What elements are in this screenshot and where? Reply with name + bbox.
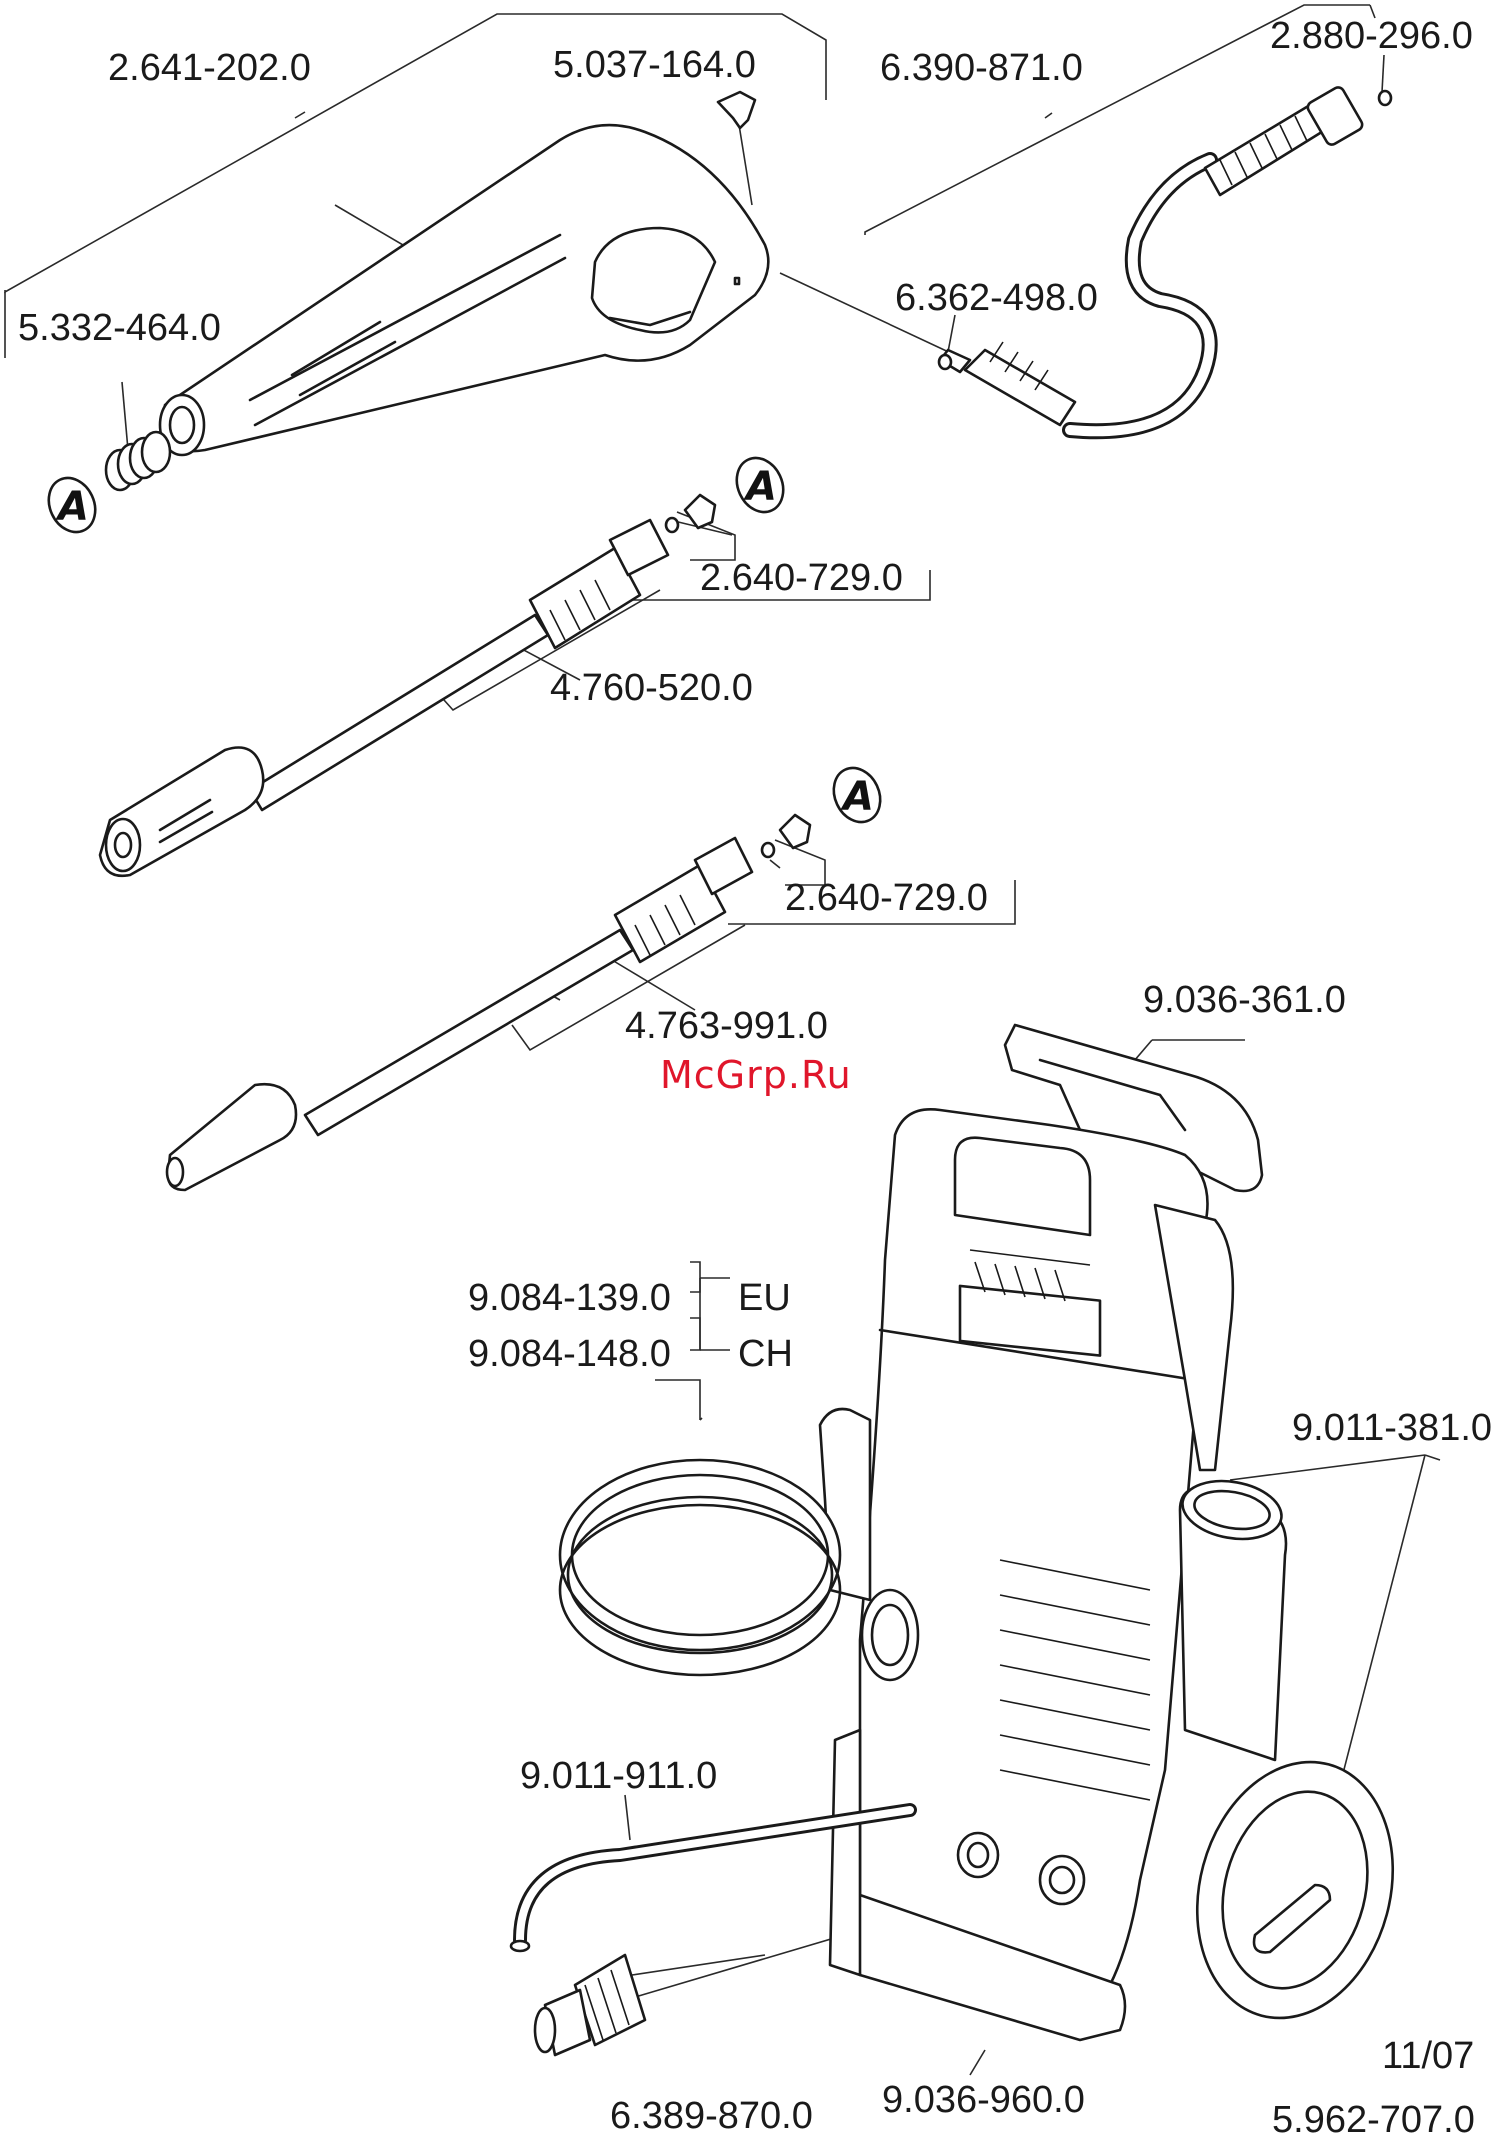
- label-region-ch: CH: [738, 1333, 793, 1375]
- hose-oring: [1379, 91, 1391, 105]
- detail-marker-a-1: A: [55, 484, 89, 530]
- detergent-bottle: [1178, 1474, 1286, 1760]
- lance-1-oring: [666, 518, 678, 532]
- high-pressure-hose: [940, 85, 1364, 431]
- label-nipple-oring: 6.362-498.0: [895, 277, 1098, 319]
- watermark: McGrp.Ru: [660, 1053, 852, 1097]
- nipple-oring: [939, 355, 951, 369]
- label-water-hose-eu: 9.084-139.0: [468, 1277, 671, 1319]
- label-date: 11/07: [1382, 2035, 1474, 2077]
- label-hose-oring: 2.880-296.0: [1270, 15, 1473, 57]
- label-doc-number: 5.962-707.0: [1272, 2099, 1475, 2141]
- wheel: [1170, 1740, 1421, 2040]
- label-water-hose-ch: 9.084-148.0: [468, 1333, 671, 1375]
- water-hose-coil: [560, 1460, 840, 1675]
- spring: [106, 432, 170, 490]
- label-spring: 5.332-464.0: [18, 307, 221, 349]
- label-hose: 6.390-871.0: [880, 47, 1083, 89]
- clip: [718, 92, 755, 128]
- lance-1-nozzle: [685, 495, 715, 528]
- hose-coupling: [535, 1955, 645, 2055]
- label-coupling: 6.389-870.0: [610, 2095, 813, 2137]
- label-handle: 9.036-361.0: [1143, 979, 1346, 1021]
- pressure-washer-body: [820, 1109, 1233, 2040]
- lance-2-oring: [762, 843, 774, 857]
- label-clip: 5.037-164.0: [553, 44, 756, 86]
- label-region-eu: EU: [738, 1277, 791, 1319]
- label-nozzle-kit-1: 2.640-729.0: [700, 557, 903, 599]
- detail-marker-a-3: A: [840, 774, 874, 820]
- label-nozzle-kit-2: 2.640-729.0: [785, 877, 988, 919]
- label-body: 9.036-960.0: [882, 2079, 1085, 2121]
- label-lance-2: 4.763-991.0: [625, 1005, 828, 1047]
- label-grip: 2.641-202.0: [108, 47, 311, 89]
- detail-marker-a-2: A: [743, 464, 777, 510]
- spray-gun-grip: [160, 125, 768, 455]
- label-detergent-bottle: 9.011-381.0: [1292, 1407, 1492, 1449]
- label-suction-hose: 9.011-911.0: [520, 1755, 717, 1797]
- label-lance-1: 4.760-520.0: [550, 667, 753, 709]
